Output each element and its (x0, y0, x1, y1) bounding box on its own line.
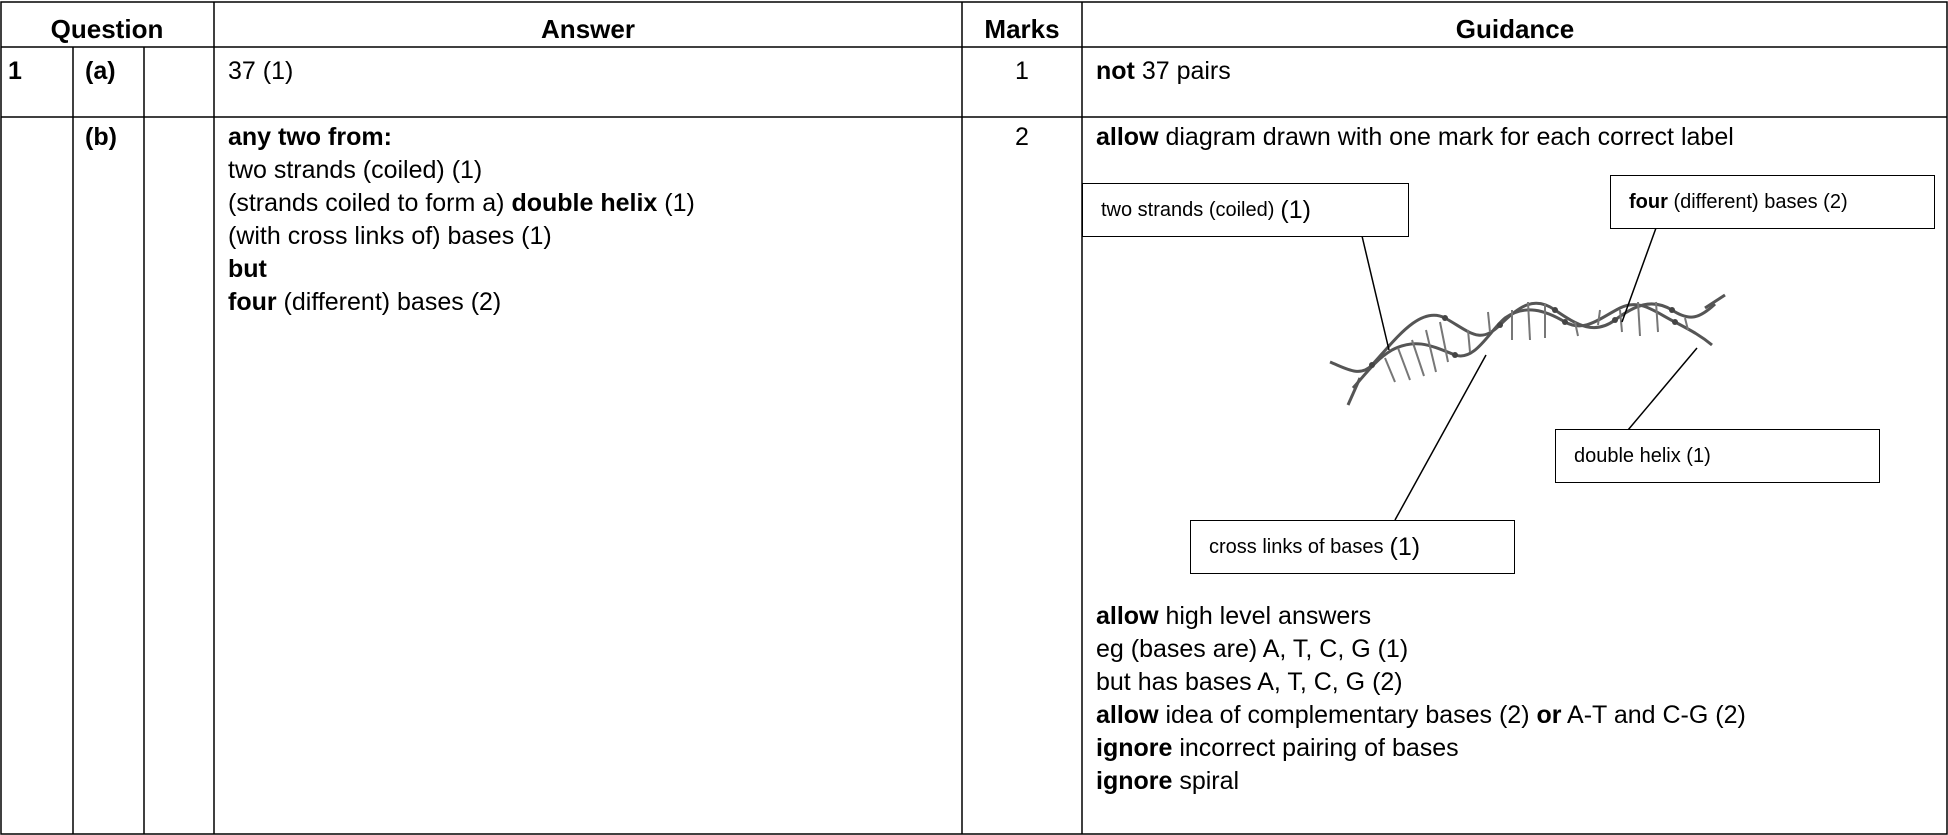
label-double-helix: double helix (1) (1555, 429, 1880, 483)
question-part-a: (a) (85, 57, 116, 85)
answer-a: 37 (1) (228, 57, 294, 85)
question-part-b: (b) (85, 123, 117, 151)
header-question: Question (50, 14, 164, 44)
guidance-a: not 37 pairs (1096, 57, 1231, 85)
answer-b-line: (with cross links of) bases (1) (228, 222, 552, 250)
label-cross-links: cross links of bases(1) (1190, 520, 1515, 574)
guidance-line: eg (bases are) A, T, C, G (1) (1096, 635, 1409, 663)
question-number: 1 (8, 57, 22, 85)
answer-b-line: two strands (coiled) (1) (228, 156, 483, 184)
label-two-strands: two strands (coiled)(1) (1082, 183, 1409, 237)
guidance-b-bottom: allow high level answers eg (bases are) … (1096, 600, 1746, 798)
answer-b-heading: any two from: (228, 123, 392, 151)
answer-b-line: (strands coiled to form a) double helix … (228, 189, 695, 217)
header-marks: Marks (984, 14, 1060, 44)
label-four-bases: four (different) bases (2) (1610, 175, 1935, 229)
answer-b-line: but (228, 255, 267, 283)
guidance-line: ignore incorrect pairing of bases (1096, 734, 1459, 762)
guidance-line: allow idea of complementary bases (2) or… (1096, 701, 1746, 729)
marks-a: 1 (1015, 57, 1029, 85)
guidance-line: ignore spiral (1096, 767, 1240, 795)
header-answer: Answer (541, 14, 635, 44)
answer-b-line: four (different) bases (2) (228, 288, 502, 316)
marks-b: 2 (1015, 123, 1029, 151)
answer-b: any two from: two strands (coiled) (1) (… (228, 121, 695, 319)
guidance-line: but has bases A, T, C, G (2) (1096, 668, 1403, 696)
guidance-line: allow high level answers (1096, 602, 1372, 630)
header-guidance: Guidance (1455, 14, 1575, 44)
guidance-b-top: allow diagram drawn with one mark for ea… (1096, 123, 1734, 151)
